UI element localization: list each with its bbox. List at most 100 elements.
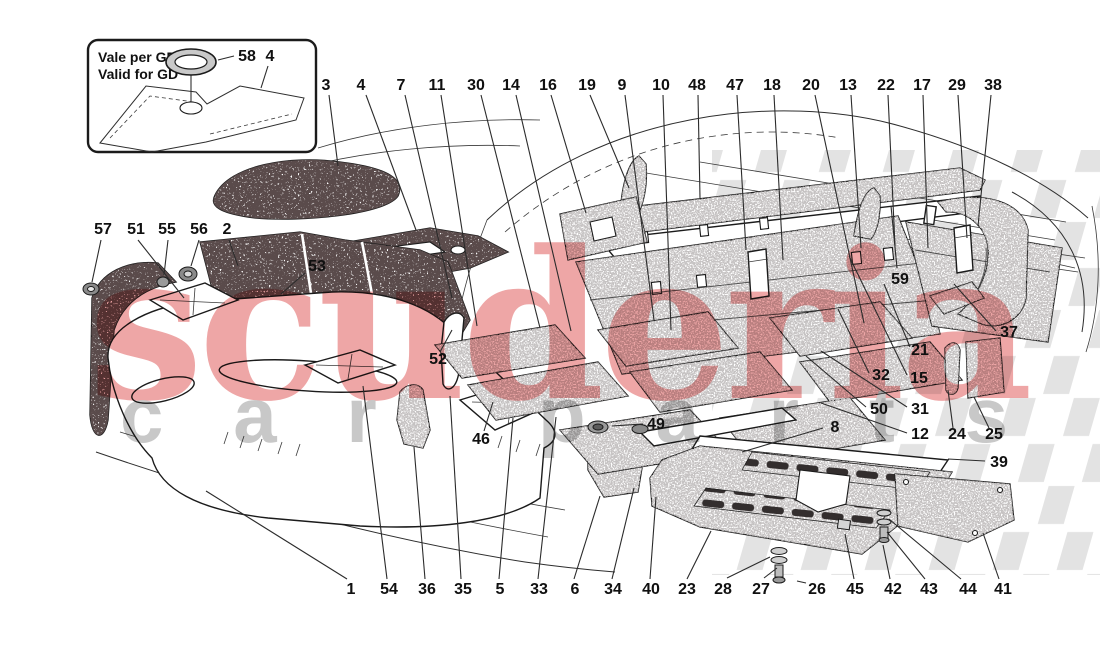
callout-9: 9 <box>618 77 627 94</box>
callout-47: 47 <box>726 77 744 94</box>
watermark: scuderia car parts <box>88 207 1033 459</box>
callout-4: 4 <box>266 48 275 65</box>
leader-line-43 <box>886 531 926 580</box>
callout-34: 34 <box>604 581 622 598</box>
callout-44: 44 <box>959 581 977 598</box>
callout-41: 41 <box>994 581 1012 598</box>
leader-line-54 <box>362 385 388 580</box>
callout-21: 21 <box>911 342 929 359</box>
callout-1: 1 <box>347 581 356 598</box>
sill-post-piece <box>396 384 431 449</box>
leader-line-8 <box>741 427 824 453</box>
callout-46: 46 <box>472 431 490 448</box>
watermark-brand: scuderia <box>88 207 1033 447</box>
callout-5: 5 <box>496 581 505 598</box>
callout-49: 49 <box>647 416 665 433</box>
callout-12: 12 <box>911 426 929 443</box>
callout-15: 15 <box>910 370 928 387</box>
leader-line-3 <box>328 94 339 167</box>
callout-19: 19 <box>578 77 596 94</box>
leader-line-45 <box>844 533 855 580</box>
leader-line-32 <box>837 308 870 374</box>
leader-line-37 <box>953 283 997 332</box>
leader-line-10 <box>662 94 672 331</box>
leader-line-56 <box>190 239 200 267</box>
callout-32: 32 <box>872 367 890 384</box>
note-box: Vale per GD Valid for GD <box>86 38 318 154</box>
callout-54: 54 <box>380 581 398 598</box>
callout-17: 17 <box>913 77 931 94</box>
leader-line-5 <box>498 417 514 580</box>
x-plate-b <box>303 349 398 384</box>
wheel-arch-cover <box>936 196 1029 327</box>
leader-line-57 <box>91 239 102 283</box>
callout-20: 20 <box>802 77 820 94</box>
leader-line-59 <box>890 205 898 269</box>
callout-39: 39 <box>990 454 1008 471</box>
leader-line-44 <box>888 518 962 580</box>
hardware <box>82 266 892 584</box>
callout-57: 57 <box>94 221 112 238</box>
leader-line-52 <box>439 329 453 353</box>
note-line-1: Vale per GD <box>98 49 177 65</box>
leader-line-4 <box>260 65 269 89</box>
side-pads <box>944 337 1005 399</box>
floor-panel-right <box>894 473 1015 543</box>
leader-line-51 <box>137 239 185 299</box>
leader-line-48 <box>697 94 701 199</box>
leader-line-50 <box>805 355 867 408</box>
callout-6: 6 <box>571 581 580 598</box>
callout-48: 48 <box>688 77 706 94</box>
leader-line-58 <box>217 55 235 61</box>
callout-56: 56 <box>190 221 208 238</box>
leader-line-53 <box>280 272 306 295</box>
callout-58: 58 <box>238 48 256 65</box>
tub-tick-marks <box>223 431 541 457</box>
leader-line-38 <box>977 94 992 227</box>
leader-line-27 <box>763 567 778 579</box>
callout-59: 59 <box>891 271 909 288</box>
leader-line-36 <box>413 446 426 580</box>
callout-7: 7 <box>397 77 406 94</box>
callout-24: 24 <box>948 426 966 443</box>
callout-10: 10 <box>652 77 670 94</box>
callout-51: 51 <box>127 221 145 238</box>
floor-panel-ribs <box>693 451 931 529</box>
leader-line-4 <box>365 94 417 231</box>
callout-2: 2 <box>223 221 232 238</box>
callout-22: 22 <box>877 77 895 94</box>
leader-line-41 <box>982 532 1000 580</box>
callout-23: 23 <box>678 581 696 598</box>
leader-line-25 <box>973 396 990 429</box>
floor-panel-screws <box>902 478 1004 537</box>
callout-11: 11 <box>429 77 446 94</box>
callout-43: 43 <box>920 581 938 598</box>
leader-line-28 <box>726 556 771 579</box>
arch-base-wedge <box>928 281 986 315</box>
leader-line-35 <box>449 395 462 580</box>
leader-line-15 <box>848 255 908 376</box>
callout-42: 42 <box>884 581 902 598</box>
callout-8: 8 <box>831 419 840 436</box>
leader-line-9 <box>624 94 655 321</box>
leader-line-12 <box>820 402 908 434</box>
leader-line-33 <box>537 416 557 580</box>
callout-31: 31 <box>911 401 929 418</box>
leader-line-1 <box>205 490 348 580</box>
leader-line-46 <box>483 401 494 432</box>
leader-line-18 <box>773 94 784 261</box>
leader-line-26 <box>796 580 807 584</box>
callout-35: 35 <box>454 581 472 598</box>
leader-line-7 <box>404 94 453 299</box>
callout-50: 50 <box>870 401 888 418</box>
callout-33: 33 <box>530 581 548 598</box>
leader-line-19 <box>589 94 630 189</box>
x-plate-a <box>148 282 240 321</box>
grommet-ring-illustration <box>165 48 217 115</box>
leader-line-14 <box>515 94 572 332</box>
callout-38: 38 <box>984 77 1002 94</box>
leader-line-30 <box>480 94 541 329</box>
callout-16: 16 <box>539 77 557 94</box>
leader-line-40 <box>649 496 657 580</box>
